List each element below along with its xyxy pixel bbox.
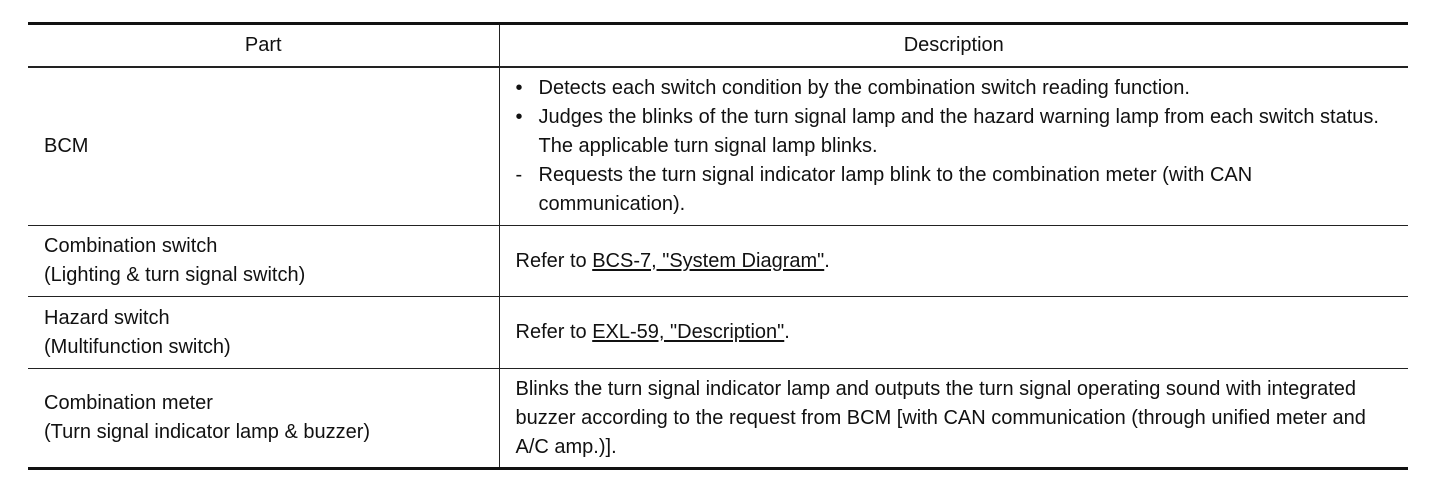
description-text: Blinks the turn signal indicator lamp an… [515,377,1366,458]
header-description: Description [498,22,1408,68]
part-cell: BCM [28,66,500,226]
part-cell: Hazard switch (Multifunction switch) [28,296,500,369]
part-name: Combination meter [44,392,213,414]
part-subtitle: (Turn signal indicator lamp & buzzer) [44,421,371,443]
part-cell: Combination switch (Lighting & turn sign… [28,225,500,297]
description-list: • Detects each switch condition by the c… [516,74,1393,219]
description-cell: • Detects each switch condition by the c… [498,66,1408,226]
part-subtitle: (Multifunction switch) [44,335,231,358]
part-name: Hazard switch [44,306,170,329]
part-name: Combination switch [44,235,218,257]
part-cell: Combination meter (Turn signal indicator… [28,368,500,470]
table-row: BCM • Detects each switch condition by t… [28,66,1408,226]
description-cell: Refer to EXL-59, "Description". [498,296,1408,369]
refer-prefix: Refer to [515,249,593,272]
refer-suffix: . [784,321,790,343]
list-item-text: Requests the turn signal indicator lamp … [538,164,1253,215]
refer-prefix: Refer to [515,321,593,343]
part-subtitle: (Lighting & turn signal switch) [44,264,306,286]
bullet-marker: • [515,106,523,128]
list-item-text: Judges the blinks of the turn signal lam… [538,106,1379,157]
description-cell: Blinks the turn signal indicator lamp an… [498,368,1408,470]
parts-description-table: Part Description BCM • Detects each swit… [28,22,1408,470]
description-cell: Refer to BCS-7, "System Diagram". [498,225,1408,297]
table-row: Hazard switch (Multifunction switch) Ref… [28,296,1408,369]
list-item-text: Detects each switch condition by the com… [538,77,1190,99]
header-part: Part [28,22,500,68]
table-header-row: Part Description [28,22,1408,68]
list-item: • Judges the blinks of the turn signal l… [516,103,1393,161]
table-row: Combination meter (Turn signal indicator… [28,368,1408,470]
list-item: • Detects each switch condition by the c… [516,74,1393,103]
dash-marker: - [515,164,523,186]
bullet-marker: • [515,77,523,99]
reference-link-exl-59[interactable]: EXL-59, "Description" [592,321,785,343]
reference-link-bcs-7[interactable]: BCS-7, "System Diagram" [592,249,825,272]
table-row: Combination switch (Lighting & turn sign… [28,225,1408,297]
refer-suffix: . [824,249,830,272]
list-item: - Requests the turn signal indicator lam… [516,161,1393,219]
part-name: BCM [44,135,89,157]
